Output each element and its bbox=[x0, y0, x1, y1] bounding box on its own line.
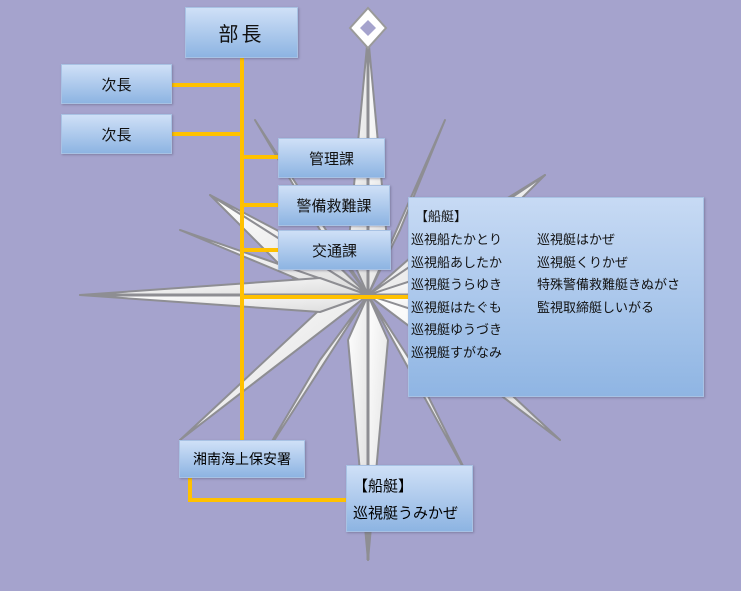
org-box-head: 部長 bbox=[185, 7, 298, 58]
connector-management bbox=[242, 155, 278, 159]
connector-deputy1 bbox=[172, 83, 242, 87]
station-vessels-header: 【船艇】 bbox=[353, 477, 414, 495]
connector-station-down bbox=[188, 478, 192, 502]
station-label: 湘南海上保安署 bbox=[193, 452, 291, 468]
connector-traffic bbox=[242, 248, 278, 252]
org-box-rescue: 警備救難課 bbox=[278, 185, 390, 226]
vessels-column-2: 巡視艇はかぜ 巡視艇くりかぜ 特殊警備救難艇きぬがさ 監視取締艇しいがる bbox=[537, 230, 680, 320]
vessel-item: 巡視船あしたか bbox=[411, 255, 503, 271]
head-label: 部長 bbox=[218, 22, 265, 46]
vessel-item: 巡視艇ゆうづき bbox=[411, 323, 503, 338]
rescue-label: 警備救難課 bbox=[296, 197, 372, 215]
org-box-deputy-2: 次長 bbox=[61, 114, 172, 154]
connector-vessels bbox=[242, 295, 408, 299]
vessel-item: 巡視船たかとり bbox=[411, 233, 503, 248]
deputy-2-label: 次長 bbox=[101, 125, 132, 144]
vessel-item: 巡視艇くりかぜ bbox=[537, 255, 629, 271]
connector-deputy2 bbox=[172, 132, 242, 136]
connector-rescue bbox=[242, 203, 278, 207]
org-box-management: 管理課 bbox=[278, 138, 385, 178]
vessel-item: 監視取締艇しいがる bbox=[537, 300, 655, 316]
station-vessel-item: 巡視艇うみかぜ bbox=[353, 504, 459, 522]
org-box-traffic: 交通課 bbox=[278, 230, 391, 270]
management-label: 管理課 bbox=[308, 149, 354, 168]
org-box-station-vessels: 【船艇】 巡視艇うみかぜ bbox=[346, 465, 473, 532]
org-box-deputy-1: 次長 bbox=[61, 64, 172, 104]
vessel-item: 巡視艇すがなみ bbox=[411, 345, 503, 361]
vessel-item: 特殊警備救難艇きぬがさ bbox=[537, 278, 681, 293]
deputy-1-label: 次長 bbox=[101, 75, 132, 94]
vessel-item: 巡視艇はかぜ bbox=[537, 233, 616, 248]
connector-station-right bbox=[188, 498, 346, 502]
vessels-header: 【船艇】 bbox=[415, 210, 468, 225]
vessel-item: 巡視艇うらゆき bbox=[411, 278, 503, 293]
traffic-label: 交通課 bbox=[311, 241, 357, 260]
org-box-vessels: 【船艇】 巡視船たかとり 巡視船あしたか 巡視艇うらゆき 巡視艇はたぐも 巡視艇… bbox=[408, 197, 704, 397]
vessels-column-1: 巡視船たかとり 巡視船あしたか 巡視艇うらゆき 巡視艇はたぐも 巡視艇ゆうづき … bbox=[411, 230, 502, 365]
org-box-station: 湘南海上保安署 bbox=[179, 440, 305, 478]
vessel-item: 巡視艇はたぐも bbox=[411, 300, 502, 316]
